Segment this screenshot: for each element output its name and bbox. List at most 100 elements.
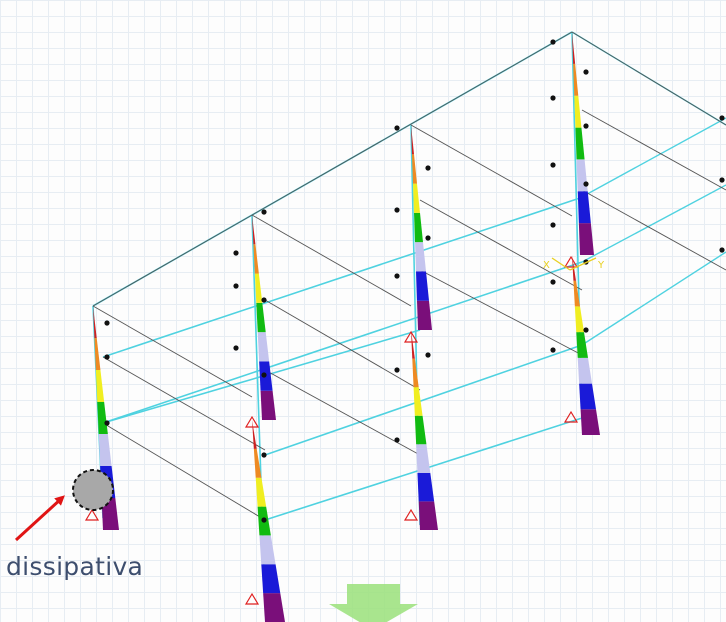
diagram-col3-lower-band xyxy=(414,415,427,445)
transverse-beam xyxy=(571,31,726,126)
beam-node xyxy=(425,165,431,171)
beam-lines xyxy=(92,31,726,601)
transverse-beam xyxy=(419,269,583,356)
beam-node xyxy=(550,347,556,353)
diagram-col4-lower-band xyxy=(574,306,584,333)
diagram-col4-lower-band xyxy=(579,383,596,410)
transverse-beam xyxy=(581,109,726,191)
diagram-col2-upper-band xyxy=(252,215,256,245)
beam-node xyxy=(550,279,556,285)
diagram-col2-upper-band xyxy=(254,273,263,303)
diagram-col1-band xyxy=(97,402,108,434)
beam-node xyxy=(394,207,400,213)
beam-node xyxy=(104,420,110,426)
longitudinal-beam xyxy=(102,261,583,424)
beam-node xyxy=(261,452,267,458)
side-beam xyxy=(581,251,726,346)
beam-node xyxy=(394,125,400,131)
transverse-beam xyxy=(264,299,421,391)
diagram-col3-upper-band xyxy=(411,125,414,155)
diagram-col4-lower-band xyxy=(573,280,580,307)
support-triangle xyxy=(403,330,419,343)
transverse-beam xyxy=(251,214,412,307)
diagram-col3-upper-band xyxy=(416,271,429,301)
beam-node xyxy=(394,367,400,373)
beam-node xyxy=(104,320,110,326)
diagram-col1-band xyxy=(94,338,101,370)
beam-node xyxy=(550,162,556,168)
diagram-col2-upper-band xyxy=(256,302,266,333)
diagram-col4-upper-band xyxy=(574,95,582,128)
y-axis-line xyxy=(569,257,597,271)
diagram-col3-upper-band xyxy=(414,212,423,243)
transverse-beam xyxy=(102,356,266,451)
transverse-beam xyxy=(419,199,583,291)
transverse-beam xyxy=(410,124,573,217)
beam-node xyxy=(261,517,267,523)
beam-node xyxy=(233,250,239,256)
beam-node xyxy=(394,437,400,443)
transverse-beam xyxy=(581,189,726,271)
support-triangle xyxy=(563,410,579,423)
dissipative-hinge-marker xyxy=(72,469,114,511)
diagram-col2-upper-band xyxy=(260,390,276,420)
base-supports xyxy=(84,255,579,605)
diagram-col3-upper-band xyxy=(413,183,420,213)
beam-node xyxy=(425,352,431,358)
diagram-col2-lower-band xyxy=(255,477,267,507)
beam-node xyxy=(719,177,725,183)
diagram-col2-upper-band xyxy=(253,244,259,274)
beam-node xyxy=(719,247,725,253)
diagram-col2-lower-band xyxy=(263,593,285,622)
beam-node xyxy=(583,69,589,75)
beam-node xyxy=(550,95,556,101)
support-triangle xyxy=(84,508,100,521)
x-axis-line xyxy=(551,257,571,271)
dissipativa-label: dissipativa xyxy=(6,552,144,581)
beam-node xyxy=(261,297,267,303)
transverse-beam xyxy=(92,31,573,307)
transverse-beam xyxy=(264,369,421,456)
diagram-col1-band xyxy=(98,434,112,466)
diagram-col4-lower-band xyxy=(577,357,592,384)
support-triangle xyxy=(403,508,419,521)
support-triangle xyxy=(244,592,260,605)
diagram-col1-band xyxy=(95,370,105,402)
axis-label: X xyxy=(543,260,550,271)
beam-node xyxy=(425,235,431,241)
diagram-col3-lower-band xyxy=(417,472,435,502)
pointer-arrow xyxy=(14,495,65,542)
diagram-col2-lower-band xyxy=(259,535,276,565)
support-triangle xyxy=(244,415,260,428)
side-beam xyxy=(579,117,726,199)
diagram-col2-lower-band xyxy=(253,448,262,478)
diagram-col3-lower-band xyxy=(411,330,415,359)
beam-node xyxy=(583,327,589,333)
beam-node xyxy=(583,123,589,129)
diagram-col3-lower-band xyxy=(412,358,419,388)
beam-node xyxy=(104,354,110,360)
diagram-col3-lower-band xyxy=(416,444,431,473)
down-arrow-icon xyxy=(329,584,418,622)
diagram-col3-upper-band xyxy=(415,242,426,272)
beam-node xyxy=(583,181,589,187)
diagram-col2-upper-band xyxy=(257,332,270,362)
beam-nodes xyxy=(104,39,725,523)
beam-node xyxy=(719,115,725,121)
diagram-col4-upper-band xyxy=(572,32,576,64)
transverse-beam xyxy=(92,305,253,398)
transverse-beam xyxy=(102,422,266,521)
diagram-col4-upper-band xyxy=(575,127,585,160)
beam-node xyxy=(261,372,267,378)
diagram-col4-lower-band xyxy=(580,409,600,435)
axis-label: Y xyxy=(597,260,605,271)
diagram-col3-lower-band xyxy=(413,387,423,416)
longitudinal-beam xyxy=(264,344,583,456)
diagram-col2-lower-band xyxy=(261,564,281,594)
beam-node xyxy=(394,273,400,279)
diagram-col4-upper-band xyxy=(577,191,591,224)
diagram-col4-lower-band xyxy=(576,332,588,358)
